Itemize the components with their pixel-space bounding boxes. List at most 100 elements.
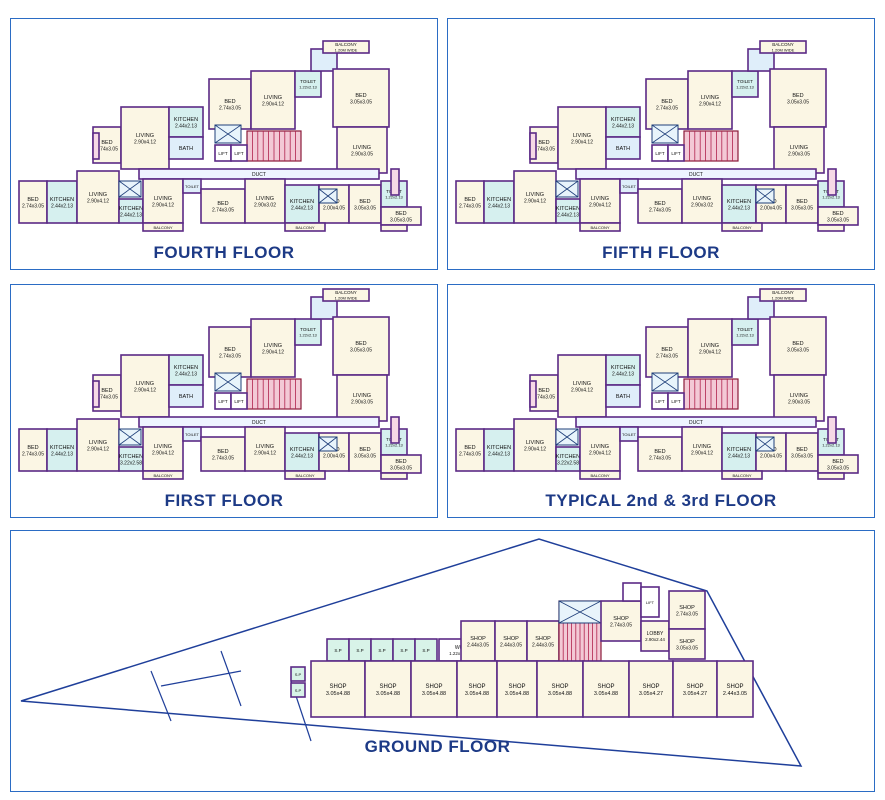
room-label: LIFT bbox=[671, 151, 681, 156]
room bbox=[640, 620, 670, 652]
shaft-cross bbox=[318, 436, 338, 452]
room bbox=[284, 470, 326, 480]
room bbox=[230, 392, 248, 410]
room-label: BED bbox=[217, 201, 228, 207]
room bbox=[250, 70, 296, 130]
room bbox=[244, 178, 286, 224]
room-label: SHOP bbox=[597, 684, 614, 690]
room bbox=[456, 660, 498, 718]
room-dimension: 1.22x2.13 bbox=[822, 443, 840, 448]
room-label: SHOP bbox=[535, 636, 551, 642]
room-dimension: 2.74x3.05 bbox=[22, 452, 44, 458]
room-label: DUCT bbox=[689, 172, 703, 178]
room-label: BED bbox=[224, 99, 235, 105]
room bbox=[579, 426, 621, 472]
room bbox=[230, 144, 248, 162]
room bbox=[731, 318, 759, 346]
room-label: LIVING bbox=[693, 196, 711, 202]
room-dimension: 2.44x2.13 bbox=[728, 206, 750, 212]
room-label: BED bbox=[355, 93, 366, 99]
room bbox=[168, 384, 204, 408]
room-dimension: 2.74x3.05 bbox=[459, 452, 481, 458]
room-dimension: 3.22x2.58 bbox=[120, 461, 142, 467]
room bbox=[18, 428, 48, 472]
room-label: LIFT bbox=[234, 151, 244, 156]
room-label: LIFT bbox=[218, 399, 228, 404]
room-dimension: 1.20M WIDE bbox=[772, 48, 795, 53]
room-label: SHOP bbox=[679, 605, 695, 611]
room bbox=[483, 180, 515, 224]
room bbox=[380, 224, 408, 232]
room-label: TOILET bbox=[185, 432, 199, 437]
room-label: KITCHEN bbox=[611, 117, 635, 123]
room-label: LIVING bbox=[701, 343, 719, 349]
room-dimension: 2.90x4.12 bbox=[524, 447, 546, 453]
room-dimension: 2.90x3.02 bbox=[691, 203, 713, 209]
room bbox=[637, 436, 683, 472]
room-dimension: 2.90x3.05 bbox=[351, 152, 373, 158]
room bbox=[579, 470, 621, 480]
room-label: SHOP bbox=[642, 684, 659, 690]
room-label: LIFT bbox=[671, 399, 681, 404]
room-label: TOILET bbox=[300, 327, 316, 332]
room-dimension: 2.74x3.05 bbox=[533, 395, 555, 401]
room-label: SHOP bbox=[726, 684, 743, 690]
room bbox=[645, 326, 689, 378]
room-dimension: 3.05x3.05 bbox=[350, 348, 372, 354]
room bbox=[182, 426, 202, 442]
room bbox=[557, 354, 607, 418]
room bbox=[605, 384, 641, 408]
room-dimension: 2.90x4.12 bbox=[589, 203, 611, 209]
room-label: LIVING bbox=[89, 440, 107, 446]
room bbox=[250, 318, 296, 378]
room-dimension: 3.05x3.05 bbox=[390, 218, 412, 224]
room bbox=[284, 222, 326, 232]
site-line bbox=[220, 650, 242, 707]
room-label: SHOP bbox=[686, 684, 703, 690]
room-label: BALCONY bbox=[772, 42, 794, 47]
room bbox=[759, 40, 807, 54]
room-dimension: 2.90x4.12 bbox=[134, 388, 156, 394]
room bbox=[142, 178, 184, 224]
room-label: SHOP bbox=[551, 684, 568, 690]
room-label: BALCONY bbox=[153, 225, 172, 230]
room bbox=[168, 106, 204, 138]
room-dimension: 3.05x4.27 bbox=[639, 691, 663, 697]
room-label: LIFT bbox=[646, 600, 655, 605]
room-dimension: 1.22x2.13 bbox=[299, 85, 317, 90]
room bbox=[785, 432, 819, 472]
room-dimension: 2.90x4.12 bbox=[524, 199, 546, 205]
room-label: BALCONY bbox=[772, 290, 794, 295]
room-label: TOILET bbox=[622, 184, 636, 189]
room-dimension: 2.44x3.05 bbox=[532, 643, 554, 649]
room bbox=[18, 180, 48, 224]
room bbox=[118, 198, 144, 224]
room-dimension: 2.90x4.12 bbox=[262, 350, 284, 356]
room bbox=[380, 472, 408, 480]
room-label: TOILET bbox=[737, 327, 753, 332]
room-label: S.P bbox=[422, 648, 429, 653]
room-dimension: 3.05x3.05 bbox=[787, 100, 809, 106]
room bbox=[142, 222, 184, 232]
room-label: BED bbox=[224, 347, 235, 353]
room-dimension: 3.05x4.88 bbox=[422, 691, 446, 697]
room-label: DUCT bbox=[689, 420, 703, 426]
shaft-cross bbox=[118, 180, 142, 198]
room-dimension: 2.74x3.05 bbox=[656, 354, 678, 360]
room-dimension: 3.05x3.05 bbox=[827, 218, 849, 224]
room bbox=[336, 374, 388, 422]
shaft-cross bbox=[555, 428, 579, 446]
room-label: BALCONY bbox=[590, 225, 609, 230]
room bbox=[168, 354, 204, 386]
room-dimension: 2.44x2.13 bbox=[175, 124, 197, 130]
room-dimension: 2.74x3.05 bbox=[649, 208, 671, 214]
room bbox=[322, 288, 370, 302]
room-label: LIVING bbox=[693, 444, 711, 450]
room-dimension: 2.74x3.05 bbox=[649, 456, 671, 462]
room bbox=[526, 620, 560, 662]
room-label: SHOP bbox=[503, 636, 519, 642]
room-label: KITCHEN bbox=[487, 197, 511, 203]
room-label: BED bbox=[538, 140, 549, 146]
room-dimension: 2.74x3.05 bbox=[212, 456, 234, 462]
room bbox=[773, 126, 825, 174]
